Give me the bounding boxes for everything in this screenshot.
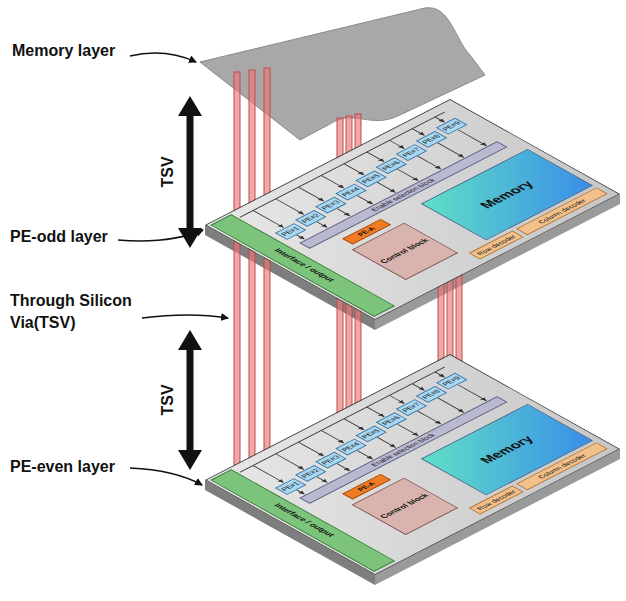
part-label: Memory layer bbox=[12, 40, 115, 62]
bus-line bbox=[397, 169, 418, 181]
node-text: Interface / output bbox=[271, 248, 335, 284]
tsv-span-arrow bbox=[178, 96, 202, 248]
bus-line bbox=[367, 407, 384, 417]
bus-line bbox=[240, 112, 445, 217]
bus-line bbox=[337, 209, 350, 216]
bus-line bbox=[397, 424, 418, 436]
node-text: Memory bbox=[477, 179, 537, 211]
bus-line bbox=[297, 235, 305, 239]
bus-line bbox=[377, 437, 395, 447]
leader-arrow bbox=[118, 230, 203, 241]
bus-line bbox=[276, 199, 304, 215]
part-label: PE-odd layer bbox=[10, 226, 108, 248]
bus-line bbox=[438, 143, 464, 158]
bus-line bbox=[299, 442, 324, 456]
bus-line bbox=[377, 182, 395, 192]
bus-line bbox=[344, 419, 364, 430]
bus-line bbox=[321, 175, 344, 188]
bus-line bbox=[240, 367, 445, 472]
part-label: Through Silicon Via(TSV) bbox=[10, 290, 142, 333]
bus-line bbox=[297, 490, 305, 494]
bus-line bbox=[458, 130, 487, 146]
bus-line bbox=[417, 156, 441, 169]
bus-line bbox=[253, 466, 284, 483]
bus-line bbox=[317, 477, 327, 483]
leader-arrow bbox=[130, 53, 196, 62]
bus-line bbox=[417, 411, 441, 424]
bus-line bbox=[435, 117, 445, 122]
bus-line bbox=[435, 372, 445, 377]
bus-line bbox=[367, 152, 384, 162]
node-text: PE-A bbox=[356, 226, 377, 237]
bus-line bbox=[438, 398, 464, 413]
bus-line bbox=[412, 129, 424, 136]
bus-line bbox=[458, 385, 487, 401]
bus-line bbox=[390, 140, 405, 148]
leader-arrow bbox=[130, 468, 202, 485]
bus-line bbox=[276, 454, 304, 470]
bus-line bbox=[390, 395, 405, 403]
bus-line bbox=[337, 464, 350, 471]
node-text: Memory bbox=[477, 434, 537, 466]
node-text: Interface / output bbox=[271, 503, 335, 539]
bus-line bbox=[357, 450, 373, 459]
bus-line bbox=[412, 384, 424, 391]
span-label: TSV bbox=[157, 156, 179, 187]
bus-line bbox=[317, 222, 327, 228]
node-text: Control block bbox=[379, 493, 432, 520]
leader-arrow bbox=[142, 315, 228, 318]
node-text: PE-A bbox=[356, 481, 377, 492]
bus-line bbox=[344, 164, 364, 175]
node-text: Control block bbox=[379, 238, 432, 265]
bus-line bbox=[357, 195, 373, 204]
bus-line bbox=[299, 187, 324, 201]
span-label: TSV bbox=[157, 384, 179, 415]
bus-line bbox=[321, 430, 344, 443]
tsv-span-arrow bbox=[178, 330, 202, 470]
tsv-pillar bbox=[234, 236, 240, 487]
bus-line bbox=[253, 211, 284, 228]
part-label: PE-even layer bbox=[10, 456, 115, 478]
